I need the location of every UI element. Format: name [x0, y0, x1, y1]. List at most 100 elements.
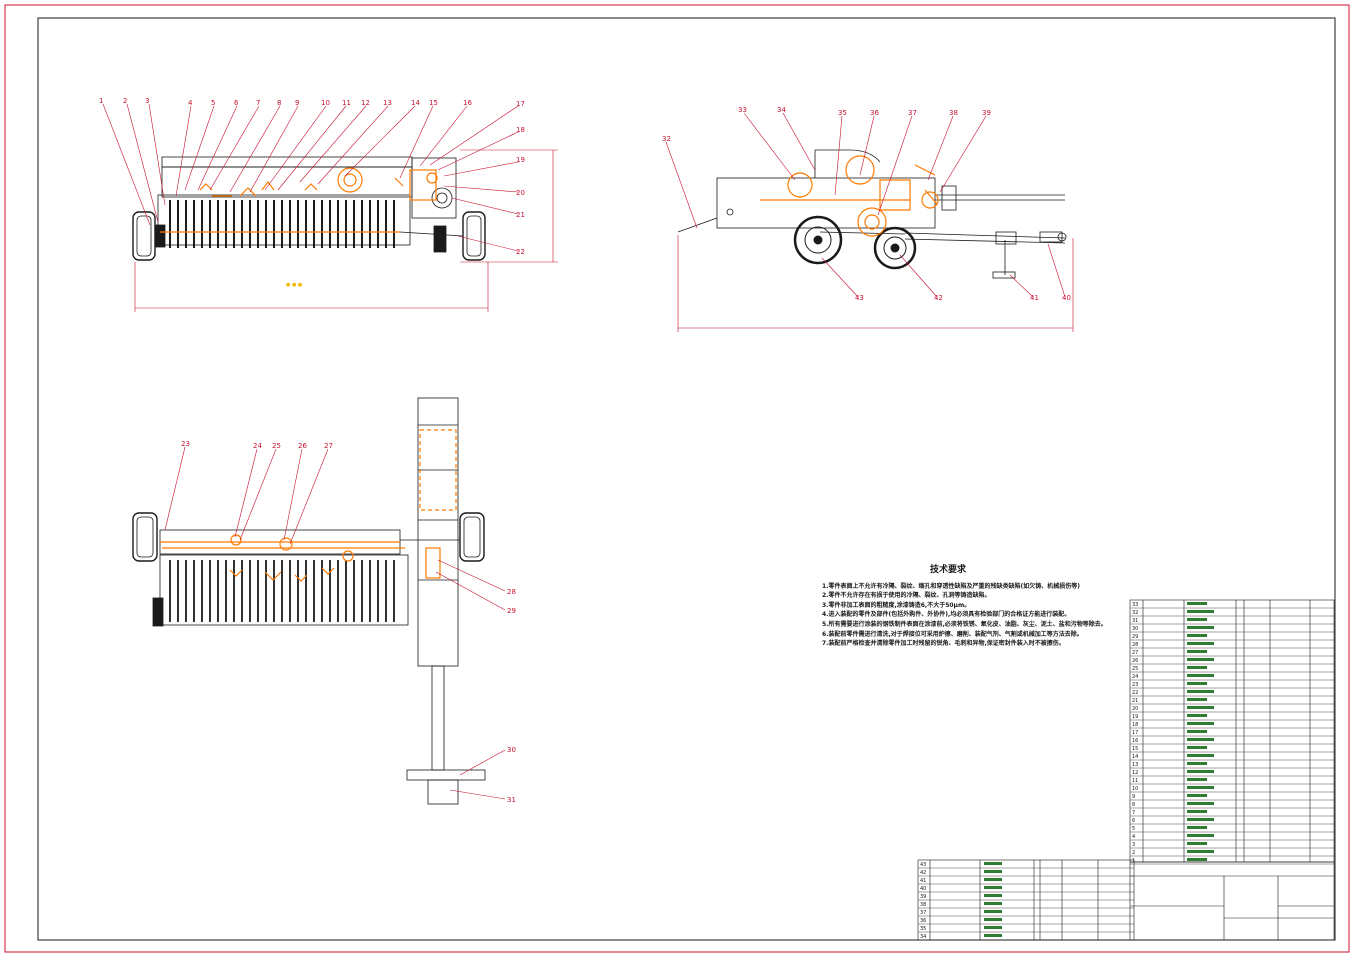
parts-row-number: 25	[1132, 666, 1138, 672]
callout-5: 5	[211, 99, 215, 107]
tech-line-5: 5.所有需要进行涂装的钢铁制件表面在涂漆前,必须将铁锈、氧化皮、油脂、灰尘、泥土…	[822, 620, 1107, 628]
side-view-accent	[760, 155, 939, 237]
parts-row-number: 3	[1132, 842, 1135, 848]
parts-row-entry	[984, 878, 1002, 881]
callout-36: 36	[870, 109, 879, 117]
callout-30: 30	[507, 746, 516, 754]
callout-14: 14	[411, 99, 420, 107]
callout-19: 19	[516, 156, 525, 164]
callout-1: 1	[99, 97, 103, 105]
front-view-accent	[160, 167, 438, 233]
parts-row-entry	[1187, 754, 1214, 757]
parts-row-entry	[984, 862, 1002, 865]
tech-line-1: 1.零件表面上不允许有冷隔、裂纹、缩孔和穿透性缺陷及严重的残缺类缺陷(如欠铸、机…	[822, 582, 1080, 590]
parts-row-entry	[1187, 818, 1214, 821]
parts-row-number: 9	[1132, 794, 1135, 800]
parts-row-entry	[1187, 850, 1214, 853]
top-view	[132, 397, 486, 805]
tech-line-2: 2.零件不允许存在有损于使用的冷隔、裂纹、孔洞等铸造缺陷。	[822, 592, 991, 600]
parts-row-number: 18	[1132, 722, 1138, 728]
parts-row-entry	[984, 886, 1002, 889]
parts-row-number: 30	[1132, 626, 1138, 632]
parts-row-entry	[1187, 714, 1207, 717]
parts-row-entry	[1187, 778, 1207, 781]
callout-4: 4	[188, 99, 193, 107]
parts-row-number: 37	[920, 910, 926, 916]
callout-41: 41	[1030, 294, 1039, 302]
parts-row-entry	[984, 910, 1002, 913]
callout-26: 26	[298, 442, 307, 450]
callout-21: 21	[516, 211, 525, 219]
callout-3: 3	[145, 97, 149, 105]
parts-row-entry	[1187, 810, 1207, 813]
callout-24: 24	[253, 442, 262, 450]
parts-row-number: 29	[1132, 634, 1138, 640]
callout-17: 17	[516, 100, 525, 108]
parts-row-number: 7	[1132, 810, 1135, 816]
parts-row-number: 16	[1132, 738, 1138, 744]
tech-line-3: 3.零件非加工表面的粗糙度,涂漆铸造6,不大于50μm。	[822, 601, 971, 609]
front-view-labels: 1 2 3 4 5 6 7 8 9 10 11 12 13 14 15 16 1…	[99, 97, 525, 256]
callout-29: 29	[507, 607, 516, 615]
parts-row-number: 40	[920, 886, 926, 892]
callout-43: 43	[855, 294, 864, 302]
parts-row-number: 35	[920, 926, 926, 932]
tech-title: 技术要求	[930, 565, 967, 575]
tech-line-6: 6.装配前零件需进行清洗,对于焊接位可采用炉擦、磨削、装配气剂、气割或机械加工等…	[822, 630, 1083, 638]
parts-row-number: 22	[1132, 690, 1138, 696]
parts-row-number: 31	[1132, 618, 1138, 624]
parts-row-entry	[1187, 722, 1214, 725]
parts-row-number: 28	[1132, 642, 1138, 648]
parts-row-entry	[984, 902, 1002, 905]
parts-row-number: 21	[1132, 698, 1138, 704]
parts-row-number: 8	[1132, 802, 1135, 808]
parts-row-entry	[1187, 770, 1214, 773]
parts-list-rows	[918, 607, 1334, 941]
front-view-annotation: ● ● ●	[286, 282, 303, 288]
callout-10: 10	[321, 99, 330, 107]
parts-row-entry	[984, 926, 1002, 929]
callout-23: 23	[181, 440, 190, 448]
parts-list-entries	[984, 602, 1214, 937]
parts-row-number: 39	[920, 894, 926, 900]
tech-line-7: 7.装配前严格检查并清除零件加工时残留的锐角、毛刺和异物,保证密封件装入时不被擦…	[822, 640, 1065, 648]
parts-row-entry	[1187, 690, 1214, 693]
parts-row-number: 27	[1132, 650, 1138, 656]
callout-28: 28	[507, 588, 516, 596]
side-view-wheels	[793, 215, 917, 270]
parts-row-entry	[1187, 730, 1207, 733]
parts-row-number: 6	[1132, 818, 1135, 824]
callout-7: 7	[256, 99, 260, 107]
parts-row-entry	[1187, 674, 1214, 677]
technical-requirements: 技术要求 1.零件表面上不允许有冷隔、裂纹、缩孔和穿透性缺陷及严重的残缺类缺陷(…	[822, 565, 1107, 649]
callout-40: 40	[1062, 294, 1071, 302]
parts-row-entry	[1187, 826, 1207, 829]
front-view	[132, 156, 486, 261]
callout-22: 22	[516, 248, 525, 256]
parts-row-entry	[1187, 698, 1207, 701]
outer-border	[4, 4, 1350, 953]
parts-row-number: 41	[920, 878, 926, 884]
parts-row-number: 14	[1132, 754, 1138, 760]
inner-border	[37, 17, 1336, 941]
parts-row-number: 24	[1132, 674, 1138, 680]
parts-row-number: 12	[1132, 770, 1138, 776]
parts-row-number: 32	[1132, 610, 1138, 616]
parts-row-entry	[1187, 618, 1207, 621]
parts-list-numbers: 3332313029282726252423222120191817161514…	[920, 602, 1138, 940]
parts-row-number: 15	[1132, 746, 1138, 752]
parts-row-number: 2	[1132, 850, 1135, 856]
callout-11: 11	[342, 99, 351, 107]
callout-37: 37	[908, 109, 917, 117]
top-view-accent	[160, 429, 457, 582]
parts-row-entry	[1187, 794, 1207, 797]
callout-38: 38	[949, 109, 958, 117]
callout-18: 18	[516, 126, 525, 134]
callout-27: 27	[324, 442, 333, 450]
parts-row-entry	[1187, 802, 1214, 805]
callout-6: 6	[234, 99, 239, 107]
callout-31: 31	[507, 796, 516, 804]
side-view	[677, 149, 1067, 279]
parts-list	[917, 599, 1335, 941]
